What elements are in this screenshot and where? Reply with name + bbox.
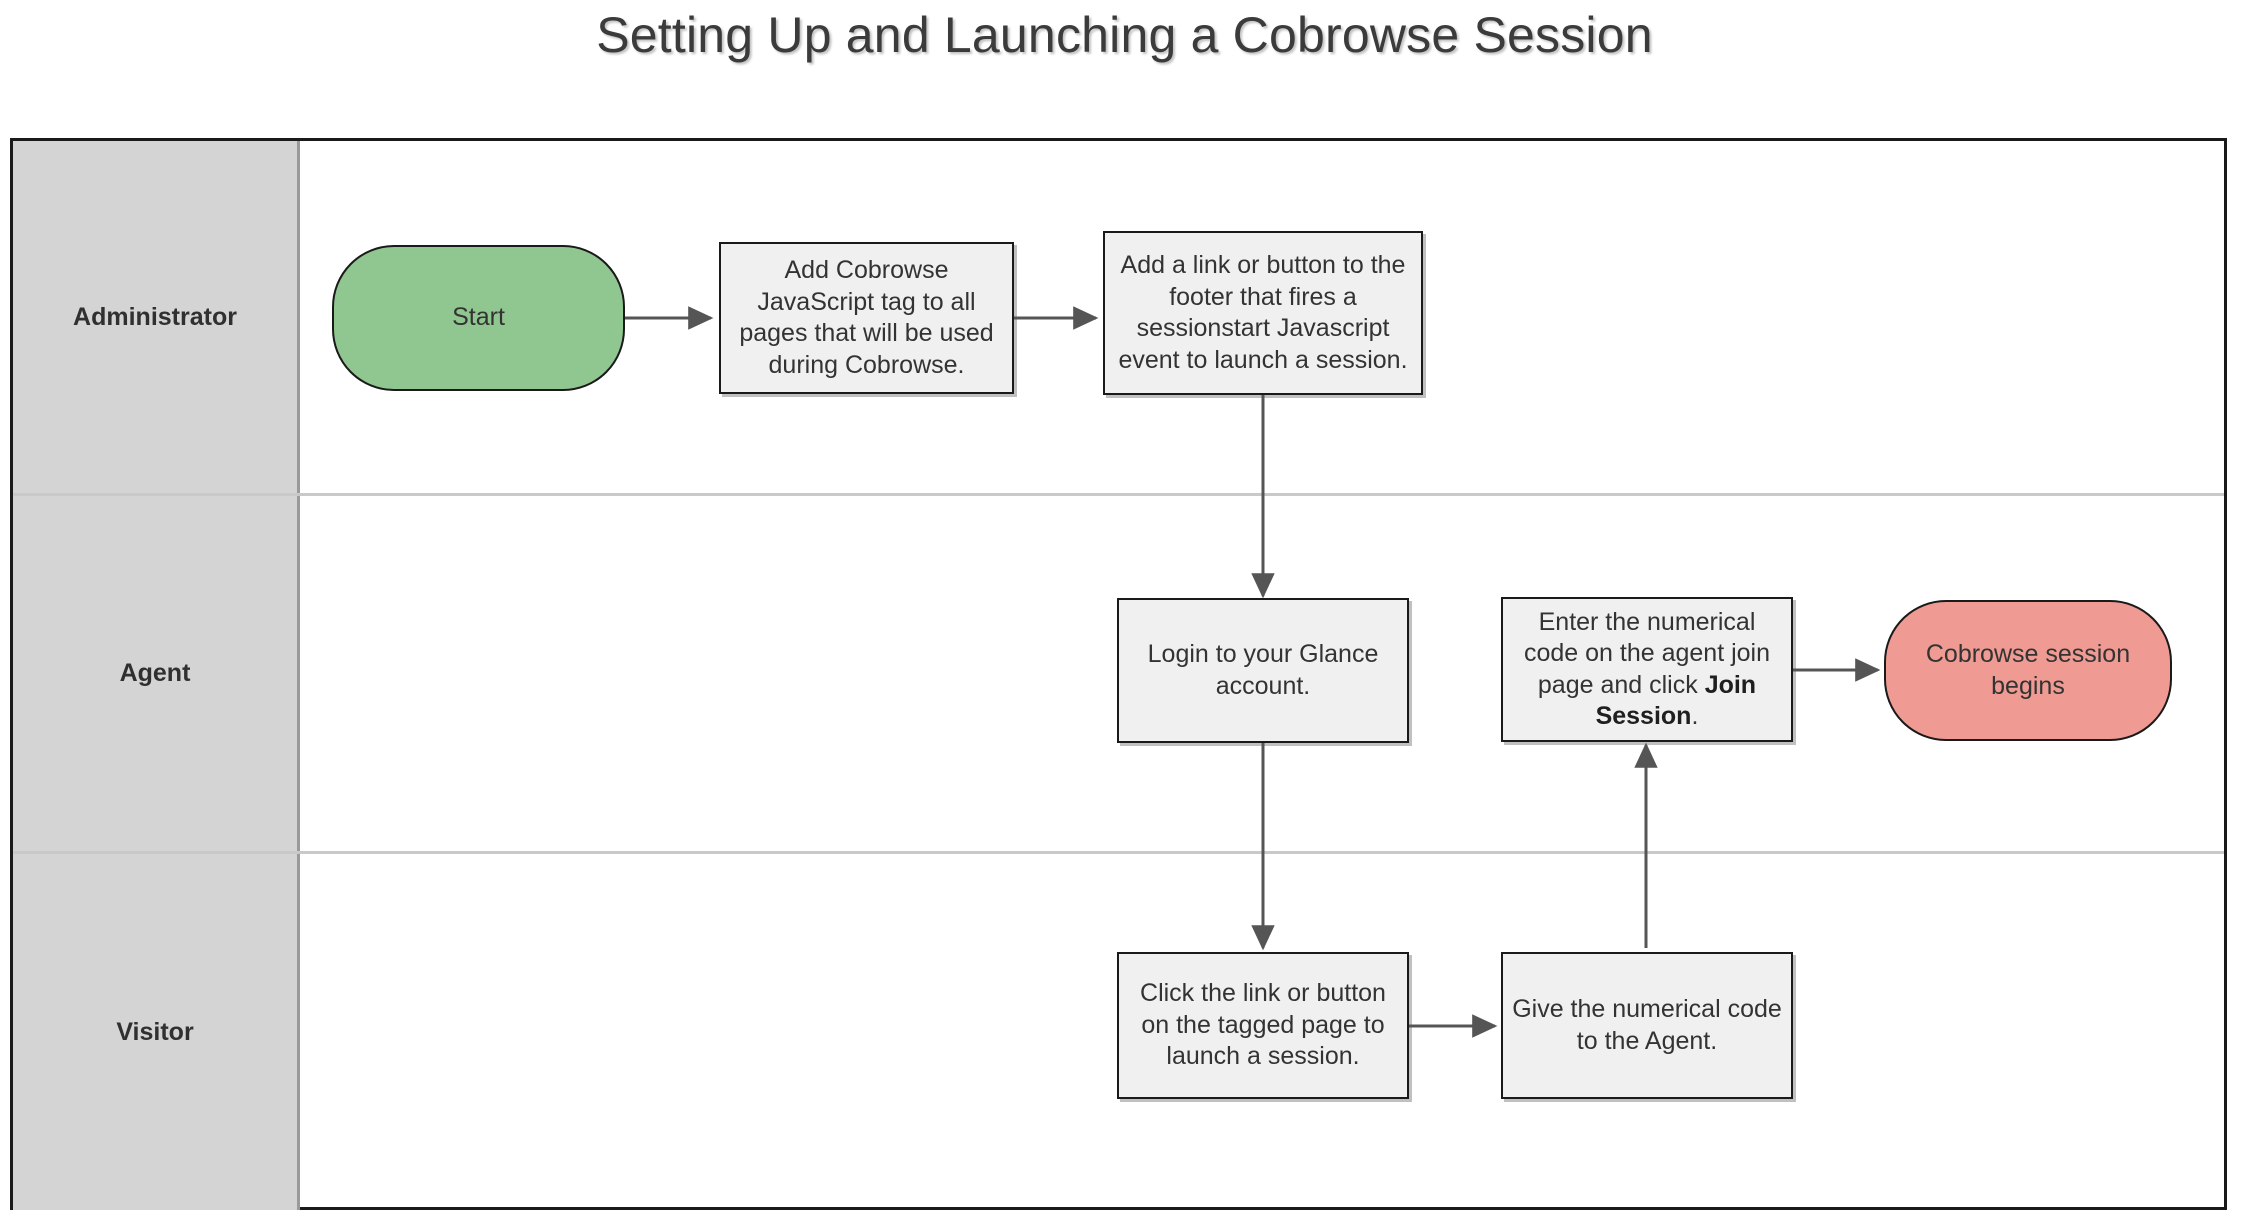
enter-code-suffix: . — [1691, 702, 1699, 730]
node-login-to-glance[interactable]: Login to your Glance account. — [1117, 598, 1409, 743]
node-give-numerical-code[interactable]: Give the numerical code to the Agent. — [1501, 952, 1793, 1099]
lane-administrator: Administrator — [13, 141, 2224, 493]
lane-agent: Agent — [13, 493, 2224, 851]
enter-code-bold: Join Session — [1595, 670, 1757, 731]
lane-header-administrator: Administrator — [13, 141, 300, 493]
lane-visitor: Visitor — [13, 851, 2224, 1210]
node-enter-numerical-code-text: Enter the numerical code on the agent jo… — [1511, 607, 1783, 733]
page-title: Setting Up and Launching a Cobrowse Sess… — [596, 7, 1653, 63]
node-add-link-or-button[interactable]: Add a link or button to the footer that … — [1103, 231, 1423, 395]
node-enter-numerical-code[interactable]: Enter the numerical code on the agent jo… — [1501, 597, 1793, 742]
lane-header-visitor: Visitor — [13, 854, 300, 1210]
enter-code-prefix: Enter the numerical code on the agent jo… — [1523, 607, 1771, 699]
lane-header-agent: Agent — [13, 496, 300, 851]
node-add-cobrowse-javascript-tag[interactable]: Add Cobrowse JavaScript tag to all pages… — [719, 242, 1014, 394]
node-start[interactable]: Start — [332, 245, 625, 391]
node-cobrowse-session-begins[interactable]: Cobrowse session begins — [1884, 600, 2172, 741]
node-click-link-or-button[interactable]: Click the link or button on the tagged p… — [1117, 952, 1409, 1099]
